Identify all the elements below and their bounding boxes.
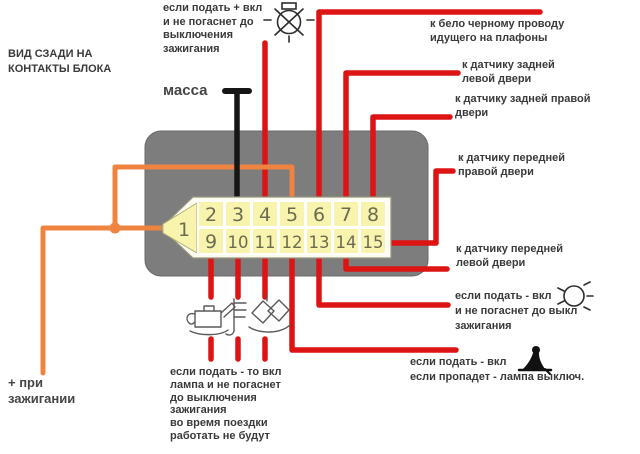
label-line: двери bbox=[455, 107, 489, 119]
wire-pin12 bbox=[289, 247, 459, 353]
label-front-left-door-sensor: к датчику передней левой двери bbox=[456, 242, 563, 270]
label-plafond-wire: к бело черному проводу идущего на плафон… bbox=[430, 17, 564, 45]
label-rear-left-door-sensor: к датчику задней левой двери bbox=[462, 58, 555, 86]
wire-plus-ignition bbox=[40, 225, 175, 376]
label-line: до выключения bbox=[170, 391, 257, 404]
label-line: зажигания bbox=[163, 42, 220, 55]
label-line: лампа и не погаснет bbox=[170, 378, 281, 391]
label-ground: масса bbox=[163, 82, 208, 99]
label-line: если пропадет - лампа выключ. bbox=[410, 371, 585, 383]
pin-cell-6 bbox=[305, 200, 333, 228]
pin-cell-3 bbox=[224, 200, 252, 228]
label-front-right-door-sensor: к датчику передней правой двери bbox=[458, 151, 565, 179]
wire-pin15 bbox=[382, 168, 456, 246]
label-line: если подать - то вкл bbox=[170, 366, 282, 378]
label-bottom-warning-lamps: если подать - то вкл лампа и не погаснет… bbox=[170, 366, 282, 443]
label-line: выключения bbox=[163, 29, 234, 41]
pin-number: 7 bbox=[340, 204, 352, 226]
label-view-caption: ВИД СЗАДИ НА КОНТАКТЫ БЛОКА bbox=[8, 47, 111, 77]
label-line: если подать + вкл bbox=[163, 2, 263, 14]
label-pin13-lamp-on: если подать - вкл и не погаснет до выкл … bbox=[455, 289, 577, 334]
dashed-lamp-icon bbox=[557, 281, 594, 311]
label-line: КОНТАКТЫ БЛОКА bbox=[8, 63, 112, 75]
orange-wires bbox=[40, 164, 295, 376]
label-line: зажигания bbox=[170, 404, 227, 417]
connector: 1 2 3 4 5 6 7 8 9 10 11 12 13 14 15 bbox=[160, 196, 392, 259]
wire-plus-branch-pin5 bbox=[112, 164, 295, 231]
label-line: зажигания bbox=[455, 320, 512, 332]
pin-cell-13 bbox=[305, 227, 333, 255]
pin-number: 2 bbox=[205, 204, 217, 226]
ground-wire bbox=[222, 88, 252, 208]
wire-pin8 bbox=[370, 114, 453, 208]
label-line: правой двери bbox=[458, 166, 534, 178]
label-line: зажигании bbox=[8, 391, 76, 406]
pin-number: 8 bbox=[367, 204, 379, 226]
label-line: ВИД СЗАДИ НА bbox=[8, 48, 93, 60]
seated-figure-icon bbox=[517, 346, 553, 375]
label-line: идущего на плафоны bbox=[430, 32, 548, 44]
pin-number: 15 bbox=[363, 233, 384, 252]
label-line: левой двери bbox=[462, 73, 532, 85]
pin-number: 6 bbox=[313, 204, 325, 226]
label-line: к датчику передней bbox=[458, 152, 565, 164]
pin-cell-7 bbox=[332, 200, 360, 228]
warning-bulb-icon bbox=[263, 2, 315, 43]
pin-number: 11 bbox=[255, 233, 276, 252]
label-line: работать не будут bbox=[170, 429, 270, 442]
pin-cell-15 bbox=[359, 227, 387, 255]
wire-junction-dot bbox=[109, 222, 121, 234]
label-line: левой двери bbox=[456, 257, 526, 269]
pin-number: 10 bbox=[228, 233, 249, 252]
wire-pin13 bbox=[316, 247, 451, 308]
label-pin12-lamp-off: если подать - вкл если пропадет - лампа … bbox=[410, 355, 584, 385]
pin-number: 13 bbox=[309, 233, 330, 252]
label-pin4-ignition-lamp: если подать + вкл и не погаснет до выклю… bbox=[163, 2, 262, 56]
oil-can-icon bbox=[186, 302, 236, 336]
label-line: + при bbox=[8, 375, 43, 390]
label-line: и не погаснет до выкл bbox=[455, 305, 578, 317]
air-flaps-icon bbox=[248, 294, 291, 333]
label-line: масса bbox=[163, 82, 208, 99]
label-line: во время поездки bbox=[170, 417, 268, 430]
label-line: к датчику задней правой bbox=[455, 93, 591, 105]
pin-number: 9 bbox=[205, 231, 217, 253]
label-rear-right-door-sensor: к датчику задней правой двери bbox=[455, 92, 590, 120]
pin-cell-12 bbox=[278, 227, 306, 255]
label-line: к датчику передней bbox=[456, 243, 563, 255]
wire-pin7 bbox=[343, 70, 461, 208]
label-plus-ignition: + при зажигании bbox=[8, 375, 75, 407]
label-line: если подать - вкл bbox=[455, 290, 552, 302]
label-line: к бело черному проводу bbox=[430, 18, 565, 30]
pin-cell-4 bbox=[251, 200, 279, 228]
pin-number: 1 bbox=[178, 219, 190, 241]
pin-number: 12 bbox=[282, 233, 303, 252]
pin-number: 3 bbox=[232, 204, 244, 226]
pin-cell-2 bbox=[197, 200, 225, 228]
label-line: к датчику задней bbox=[462, 59, 555, 71]
label-line: и не погаснет до bbox=[163, 15, 254, 28]
pin-number: 4 bbox=[259, 204, 271, 226]
wire-pin6 bbox=[316, 9, 543, 208]
label-line: если подать - вкл bbox=[410, 356, 507, 368]
level-bars-icon bbox=[225, 298, 247, 336]
pin-number: 5 bbox=[286, 204, 298, 226]
pin-number: 14 bbox=[336, 233, 357, 252]
